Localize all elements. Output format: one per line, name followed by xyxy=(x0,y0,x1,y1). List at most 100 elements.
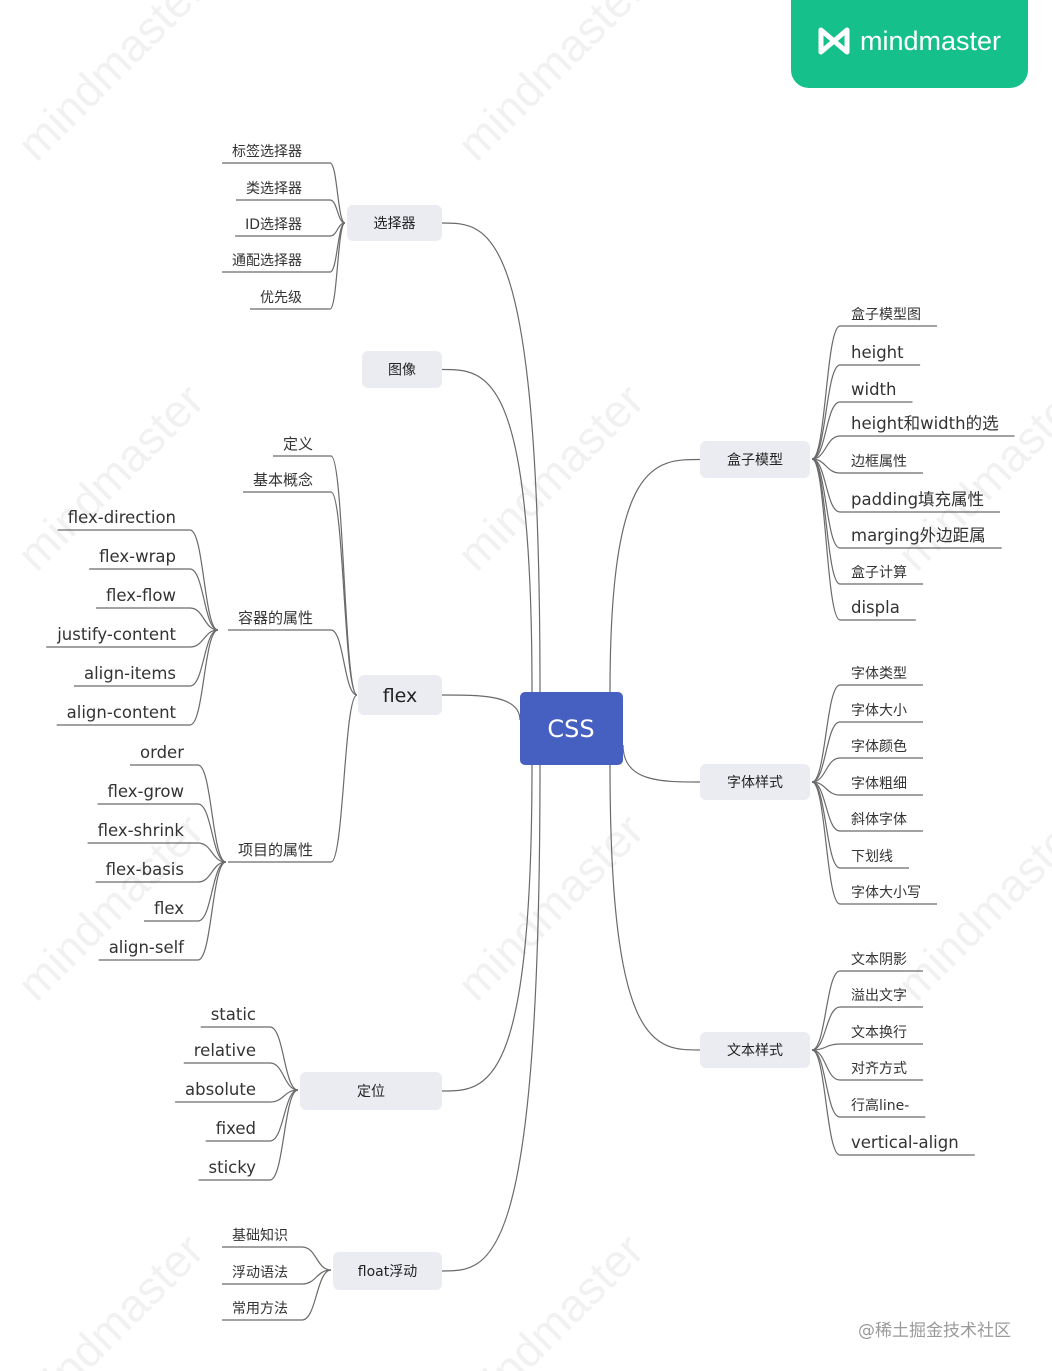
topic-label: 基本概念 xyxy=(253,471,313,489)
connector-line xyxy=(197,842,227,863)
leaf-topic[interactable]: sticky xyxy=(198,1158,270,1181)
topic-label: static xyxy=(211,1005,256,1024)
connector-line xyxy=(811,684,841,783)
branch-box xyxy=(300,1072,442,1110)
leaf-topic[interactable]: padding填充属性 xyxy=(840,490,1001,513)
topic-label: justify-content xyxy=(56,625,176,644)
leaf-topic[interactable]: marging外边距属 xyxy=(840,526,1002,549)
branch-box xyxy=(700,1032,810,1068)
leaf-topic[interactable]: 项目的属性 xyxy=(227,841,331,863)
topic-label: flex-wrap xyxy=(99,547,176,566)
connector-line xyxy=(622,744,701,783)
connector-line xyxy=(811,781,841,905)
topic-label: align-self xyxy=(109,938,185,957)
leaf-topic[interactable]: 下划线 xyxy=(840,849,909,869)
leaf-topic[interactable]: 通配选择器 xyxy=(222,253,330,273)
footer-credit: @稀土掘金技术社区 xyxy=(858,1321,1011,1341)
leaf-topic[interactable]: width xyxy=(840,380,913,403)
connector-line xyxy=(329,162,346,224)
leaf-topic[interactable]: flex-wrap xyxy=(89,547,190,570)
leaf-topic[interactable]: 对齐方式 xyxy=(840,1061,923,1081)
connector-line xyxy=(330,455,358,696)
connector-line xyxy=(441,694,521,721)
branch-topic[interactable]: float浮动 xyxy=(333,1252,442,1290)
leaf-topic[interactable]: 字体大小写 xyxy=(840,885,937,905)
leaf-topic[interactable]: 字体类型 xyxy=(840,666,923,686)
connector-line xyxy=(811,325,841,460)
leaf-topic[interactable]: ID选择器 xyxy=(235,217,330,237)
leaf-topic[interactable]: flex-shrink xyxy=(87,821,198,844)
connector-line xyxy=(269,1026,299,1091)
leaf-topic[interactable]: 标签选择器 xyxy=(222,143,330,164)
leaf-topic[interactable]: vertical-align xyxy=(840,1133,975,1156)
leaf-topic[interactable]: 文本阴影 xyxy=(840,952,923,972)
leaf-topic[interactable]: 基本概念 xyxy=(242,471,331,493)
connector-line xyxy=(811,757,841,783)
branch-label: 盒子模型 xyxy=(727,452,783,469)
branch-label: float浮动 xyxy=(358,1264,417,1280)
leaf-topic[interactable]: displa xyxy=(840,598,916,621)
leaf-topic[interactable]: absolute xyxy=(175,1080,270,1103)
topic-label: 字体粗细 xyxy=(851,776,907,792)
leaf-topic[interactable]: 容器的属性 xyxy=(227,609,331,631)
root-node-label: CSS xyxy=(547,715,594,743)
branch-topic[interactable]: 文本样式 xyxy=(700,1032,810,1068)
leaf-topic[interactable]: static xyxy=(200,1005,270,1028)
topic-label: height xyxy=(851,343,904,362)
branch-topic[interactable]: 字体样式 xyxy=(700,764,810,800)
topic-label: 标签选择器 xyxy=(232,143,302,160)
leaf-topic[interactable]: 常用方法 xyxy=(222,1301,302,1321)
leaf-topic[interactable]: 行高line- xyxy=(840,1097,926,1118)
branch-box xyxy=(358,675,442,715)
topic-label: 对齐方式 xyxy=(851,1061,907,1077)
branch-topic[interactable]: flex xyxy=(358,675,442,715)
leaf-topic[interactable]: flex-direction xyxy=(57,508,190,531)
leaf-topic[interactable]: 溢出文字 xyxy=(840,988,923,1008)
leaf-topic[interactable]: align-content xyxy=(56,703,190,726)
connector-line xyxy=(269,1062,299,1091)
leaf-topic[interactable]: fixed xyxy=(205,1119,270,1142)
leaf-topic[interactable]: justify-content xyxy=(46,625,190,648)
leaf-topic[interactable]: 类选择器 xyxy=(236,181,330,201)
leaf-topic[interactable]: order xyxy=(130,743,198,766)
topic-label: flex-shrink xyxy=(98,821,185,840)
branch-topic[interactable]: 选择器 xyxy=(347,205,442,241)
leaf-topic[interactable]: flex xyxy=(143,899,198,922)
leaf-topic[interactable]: 定义 xyxy=(272,435,331,457)
leaf-topic[interactable]: align-self xyxy=(98,938,198,961)
root-node[interactable]: CSS xyxy=(520,692,623,765)
connector-line xyxy=(811,1049,841,1156)
connectors xyxy=(189,162,841,1321)
leaf-topic[interactable]: relative xyxy=(183,1041,270,1064)
leaf-topic[interactable]: flex-basis xyxy=(95,860,198,883)
leaf-topic[interactable]: 边框属性 xyxy=(840,454,923,474)
topic-label: marging外边距属 xyxy=(851,526,986,545)
leaf-topic[interactable]: height xyxy=(840,343,921,366)
connector-line xyxy=(189,568,219,631)
connector-line xyxy=(811,1049,841,1118)
leaf-topic[interactable]: 字体颜色 xyxy=(840,738,923,759)
branch-topic[interactable]: 盒子模型 xyxy=(700,441,810,478)
leaf-topic[interactable]: 斜体字体 xyxy=(840,812,923,832)
connector-line xyxy=(609,764,701,1051)
leaf-topic[interactable]: flex-flow xyxy=(96,586,190,609)
topic-label: vertical-align xyxy=(851,1133,959,1152)
leaf-topic[interactable]: 盒子计算 xyxy=(840,564,923,585)
leaf-topic[interactable]: align-items xyxy=(73,664,190,687)
leaf-topic[interactable]: 字体大小 xyxy=(840,703,923,723)
leaf-topic[interactable]: 盒子模型图 xyxy=(840,306,937,327)
connector-line xyxy=(189,529,219,631)
leaf-topic[interactable]: 浮动语法 xyxy=(222,1265,302,1285)
leaf-topic[interactable]: 优先级 xyxy=(250,290,330,310)
leaf-topic[interactable]: 字体粗细 xyxy=(840,776,923,796)
topic-label: width xyxy=(851,380,896,399)
leaf-topic[interactable]: 基础知识 xyxy=(222,1227,302,1248)
leaf-topic[interactable]: flex-grow xyxy=(97,782,198,805)
branch-topic[interactable]: 图像 xyxy=(362,351,442,388)
mindmaster-logo-icon xyxy=(818,27,850,55)
leaf-topic[interactable]: 文本换行 xyxy=(840,1024,923,1045)
leaf-topic[interactable]: height和width的选 xyxy=(840,414,1015,437)
branch-topic[interactable]: 定位 xyxy=(300,1072,442,1110)
topic-label: relative xyxy=(194,1041,256,1060)
